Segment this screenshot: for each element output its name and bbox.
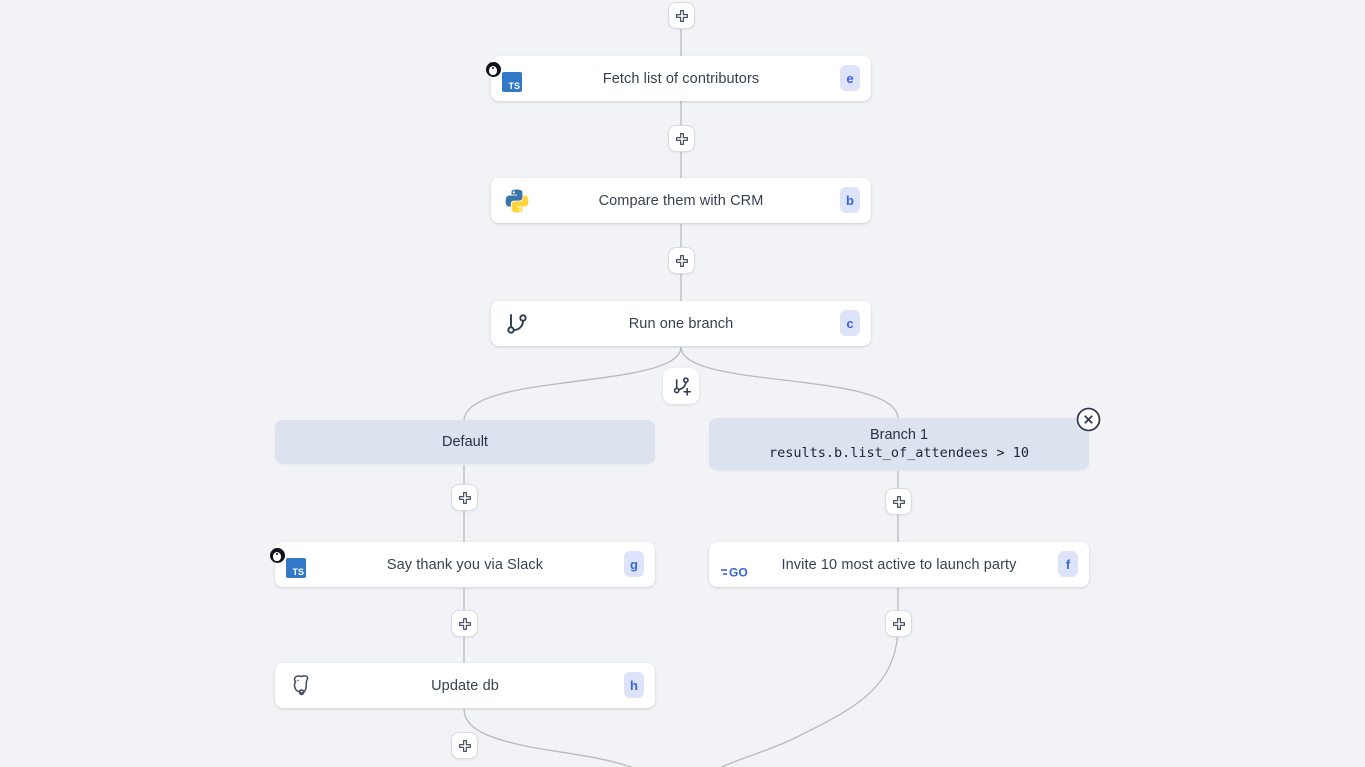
flow-step-update-db[interactable]: Update db h <box>275 663 655 708</box>
add-step-button-top[interactable] <box>668 2 695 29</box>
flow-step-run-one-branch[interactable]: Run one branch c <box>491 301 871 346</box>
add-step-button-branch1-top[interactable] <box>885 488 912 515</box>
step-id-badge: h <box>624 672 644 698</box>
edge-fork-left <box>463 346 682 422</box>
add-step-button-after-compare[interactable] <box>668 247 695 274</box>
deno-icon <box>486 62 501 77</box>
step-label: Run one branch <box>628 315 734 332</box>
edge-left-merge <box>463 708 633 767</box>
branch-header-default[interactable]: Default <box>275 420 655 464</box>
step-id-badge: e <box>840 65 860 91</box>
add-step-button-after-updatedb[interactable] <box>451 732 478 759</box>
step-label: Update db <box>431 677 499 694</box>
branch-label: Branch 1 <box>869 427 929 443</box>
step-label: Fetch list of contributors <box>602 70 760 87</box>
plus-icon <box>675 132 688 145</box>
add-step-button-after-invite[interactable] <box>885 610 912 637</box>
add-step-button-default-top[interactable] <box>451 484 478 511</box>
flow-step-compare-crm[interactable]: Compare them with CRM b <box>491 178 871 223</box>
step-label: Invite 10 most active to launch party <box>781 556 1017 573</box>
flow-step-thank-slack[interactable]: TS Say thank you via Slack g <box>270 542 655 587</box>
git-branch-icon <box>502 309 532 339</box>
close-icon <box>1076 407 1101 432</box>
add-step-button-after-fetch[interactable] <box>668 125 695 152</box>
step-id-badge: c <box>840 310 860 336</box>
git-branch-plus-icon <box>673 376 691 396</box>
remove-branch-button[interactable] <box>1076 407 1101 432</box>
add-branch-button[interactable] <box>663 368 699 404</box>
plus-icon <box>458 739 471 752</box>
plus-icon <box>675 9 688 22</box>
branch-condition: results.b.list_of_attendees > 10 <box>768 445 1030 461</box>
postgresql-icon <box>286 671 316 701</box>
deno-icon <box>270 548 285 563</box>
step-label: Say thank you via Slack <box>386 556 544 573</box>
flow-step-fetch-contributors[interactable]: TS Fetch list of contributors e <box>486 56 871 101</box>
typescript-deno-icon: TS <box>270 548 316 580</box>
branch-header-branch1[interactable]: Branch 1 results.b.list_of_attendees > 1… <box>709 418 1089 470</box>
plus-icon <box>675 254 688 267</box>
step-id-badge: b <box>840 187 860 213</box>
flow-step-invite-party[interactable]: GO Invite 10 most active to launch party… <box>709 542 1089 587</box>
plus-icon <box>892 617 905 630</box>
edge-fork-right <box>680 346 899 420</box>
python-icon <box>502 186 532 216</box>
step-label: Compare them with CRM <box>598 192 764 209</box>
typescript-deno-icon: TS <box>486 62 532 94</box>
go-icon: GO <box>720 557 750 587</box>
plus-icon <box>892 495 905 508</box>
edge-right-merge <box>720 588 899 767</box>
plus-icon <box>458 617 471 630</box>
step-id-badge: g <box>624 551 644 577</box>
plus-icon <box>458 491 471 504</box>
add-step-button-after-slack[interactable] <box>451 610 478 637</box>
svg-text:GO: GO <box>729 566 748 580</box>
branch-label: Default <box>442 434 488 450</box>
step-id-badge: f <box>1058 551 1078 577</box>
